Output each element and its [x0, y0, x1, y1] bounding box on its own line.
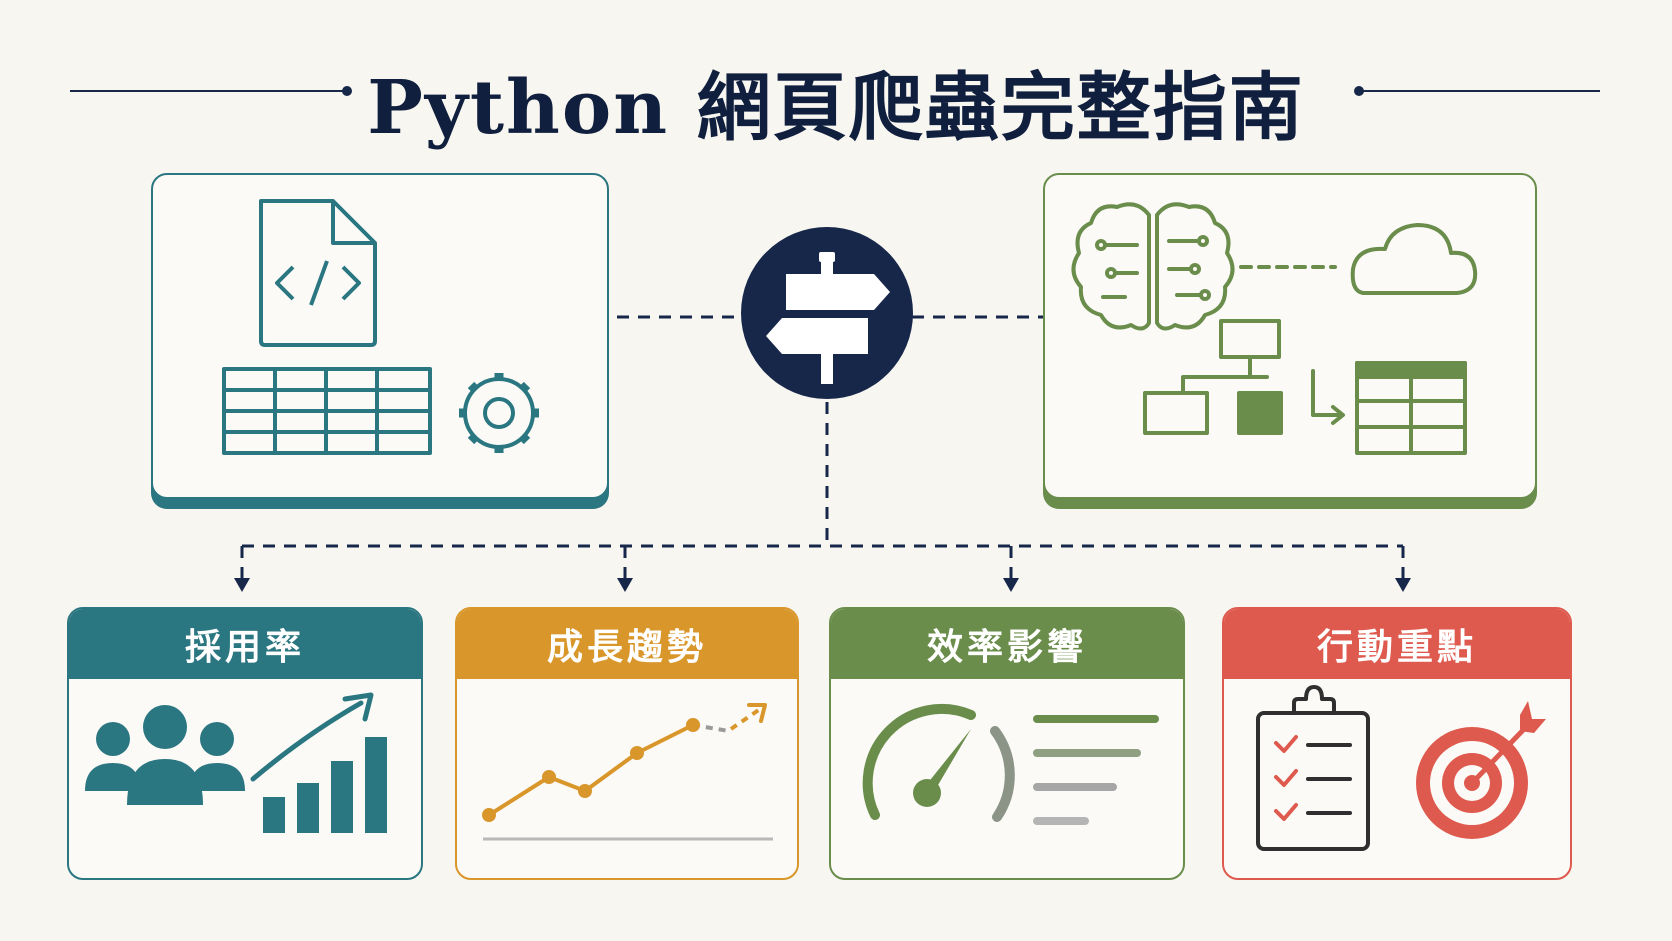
- title-row: Python 網頁爬蟲完整指南: [0, 38, 1672, 151]
- code-file-icon: [259, 199, 377, 347]
- arrow-down-icon: [1395, 578, 1411, 592]
- text-lines-icon: [1033, 715, 1159, 825]
- card-title: 效率影響: [831, 609, 1183, 679]
- right-panel-illustration: [1071, 202, 1478, 455]
- right-panel: [1043, 173, 1537, 499]
- arrow-down-icon: [617, 578, 633, 592]
- speedometer-icon: [862, 703, 1015, 822]
- table-grid-icon: [222, 367, 432, 455]
- card-title: 成長趨勢: [457, 609, 797, 679]
- brain-circuit-icon: [1071, 202, 1235, 331]
- users-group-icon: [85, 705, 245, 805]
- table-icon: [1355, 361, 1467, 455]
- checklist-clipboard-icon: [1256, 685, 1370, 851]
- signpost-icon: [741, 227, 913, 399]
- arrow-down-icon: [234, 578, 250, 592]
- left-panel: [151, 173, 609, 499]
- card-action-points: 行動重點: [1222, 607, 1572, 880]
- card-title: 行動重點: [1224, 609, 1570, 679]
- gear-icon: [459, 373, 539, 453]
- page-title: Python 網頁爬蟲完整指南: [367, 65, 1305, 151]
- card-illustration: [862, 703, 1159, 825]
- trend-line-chart-icon: [482, 703, 773, 841]
- card-adoption-rate: 採用率: [67, 607, 423, 880]
- cloud-icon: [1350, 223, 1478, 295]
- target-icon: [1416, 701, 1546, 839]
- growth-bar-chart-icon: [250, 692, 387, 833]
- title-right-dot: [1354, 86, 1364, 96]
- check-icon: [1274, 769, 1298, 787]
- card-title: 採用率: [69, 609, 421, 679]
- arrow-down-icon: [1003, 578, 1019, 592]
- card-illustration: [85, 692, 387, 833]
- card-efficiency-impact: 效率影響: [829, 607, 1185, 880]
- card-growth-trend: 成長趨勢: [455, 607, 799, 880]
- left-panel-illustration: [222, 199, 539, 455]
- title-right-rule: [1360, 90, 1600, 92]
- check-icon: [1274, 803, 1298, 821]
- check-icon: [1274, 735, 1298, 753]
- title-left-rule: [70, 90, 348, 92]
- card-illustration: [1256, 685, 1546, 851]
- flowchart-icon: [1143, 319, 1345, 435]
- title-left-dot: [342, 86, 352, 96]
